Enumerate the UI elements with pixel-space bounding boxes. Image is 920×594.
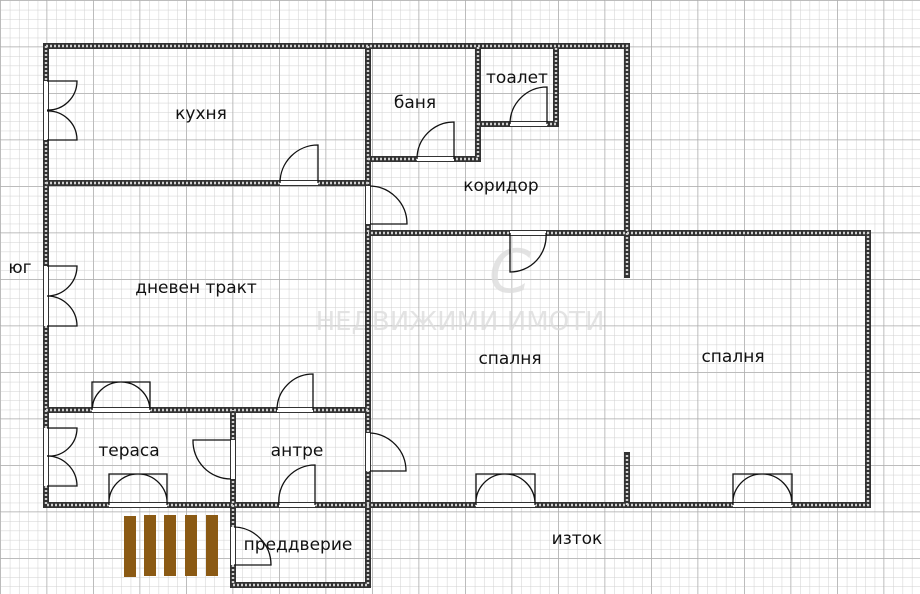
- bedroom-door: [509, 232, 547, 273]
- stair-step: [185, 515, 197, 576]
- room-label-kitchen: кухня: [175, 104, 227, 124]
- terrace-bottom-door: [108, 473, 168, 506]
- room-label-living: дневен тракт: [135, 278, 257, 298]
- antre-door: [278, 464, 316, 506]
- stair-step: [124, 516, 136, 577]
- toilet-door: [509, 86, 548, 125]
- bedroom2-window-door: [732, 473, 793, 506]
- kitchen-window-door: [46, 80, 78, 141]
- terrace-window-door: [46, 427, 78, 487]
- room-labels: кухня баня тоалет коридор дневен тракт с…: [8, 68, 764, 555]
- living-terrace-door: [91, 381, 151, 411]
- stair-step: [206, 515, 218, 576]
- orientation-south: юг: [8, 258, 31, 278]
- bathroom-door: [416, 121, 455, 160]
- corridor-door: [369, 185, 408, 225]
- kitchen-door: [279, 144, 319, 184]
- room-label-bathroom: баня: [394, 93, 436, 113]
- svg-text:НЕДВИЖИМИ ИМОТИ: НЕДВИЖИМИ ИМОТИ: [316, 307, 605, 337]
- antre-side-door: [369, 432, 407, 472]
- room-label-bedroom-2: спалня: [701, 347, 764, 367]
- bedroom1-window-door: [475, 473, 536, 506]
- vestibule-door: [233, 526, 272, 566]
- stair-step: [144, 515, 156, 576]
- room-label-entrance-hall: антре: [271, 441, 324, 461]
- terrace-side-door: [192, 439, 232, 480]
- room-label-toilet: тоалет: [486, 68, 548, 88]
- room-label-vestibule: преддверие: [244, 535, 353, 555]
- living-window-door: [46, 265, 78, 327]
- living-door: [276, 373, 314, 411]
- door-openings: [44, 81, 792, 565]
- doors: [46, 80, 793, 566]
- stairs: [124, 515, 218, 577]
- room-label-terrace: тераса: [98, 441, 159, 461]
- walls: [43, 43, 871, 588]
- room-label-bedroom-1: спалня: [478, 349, 541, 369]
- room-label-corridor: коридор: [463, 176, 538, 196]
- stair-step: [164, 515, 176, 576]
- orientation-east: изток: [552, 529, 603, 549]
